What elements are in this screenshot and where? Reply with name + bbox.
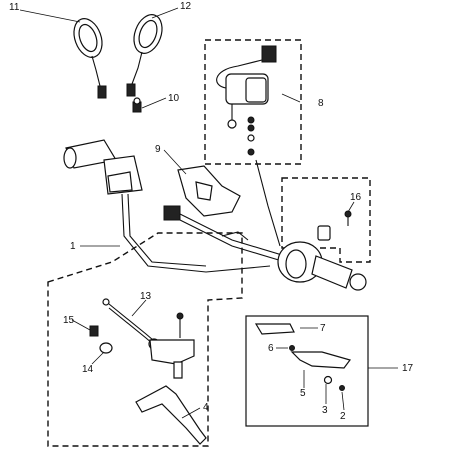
part-15-bolt [89,325,99,337]
callout-17: 17 [402,363,414,374]
callout-13: 13 [140,291,152,302]
callout-labels: 11 12 10 8 9 16 1 13 15 7 6 17 14 5 4 3 … [9,1,414,422]
right-switch-assembly [216,45,277,156]
callout-12: 12 [180,1,192,12]
bracket-9 [177,165,241,217]
left-grip-and-switch [63,139,271,273]
lever-bracket [149,312,195,379]
group-box-17 [245,315,369,427]
callout-16: 16 [350,192,362,203]
callout-1: 1 [70,241,76,252]
callout-6: 6 [268,343,274,354]
callout-4: 4 [203,402,209,413]
mirror-adapter-10 [132,97,142,113]
group-box-16 [281,177,371,263]
callout-7: 7 [320,323,326,334]
callout-10: 10 [168,93,180,104]
callout-5: 5 [300,388,306,399]
callout-3: 3 [322,405,328,416]
callout-15: 15 [63,315,75,326]
callout-2: 2 [340,411,346,422]
callout-8: 8 [318,98,324,109]
throttle-housing [277,210,367,291]
callout-14: 14 [82,364,94,375]
handlebar-cables [163,159,293,265]
brake-lever-4 [135,385,207,445]
right-mirror [126,14,163,97]
callout-9: 9 [155,144,161,155]
group-box-1 [47,232,243,447]
part-14-bush [99,342,113,354]
left-mirror [73,18,107,99]
callout-11: 11 [9,2,20,13]
box-17-parts [254,323,352,391]
leader-lines [19,7,398,419]
